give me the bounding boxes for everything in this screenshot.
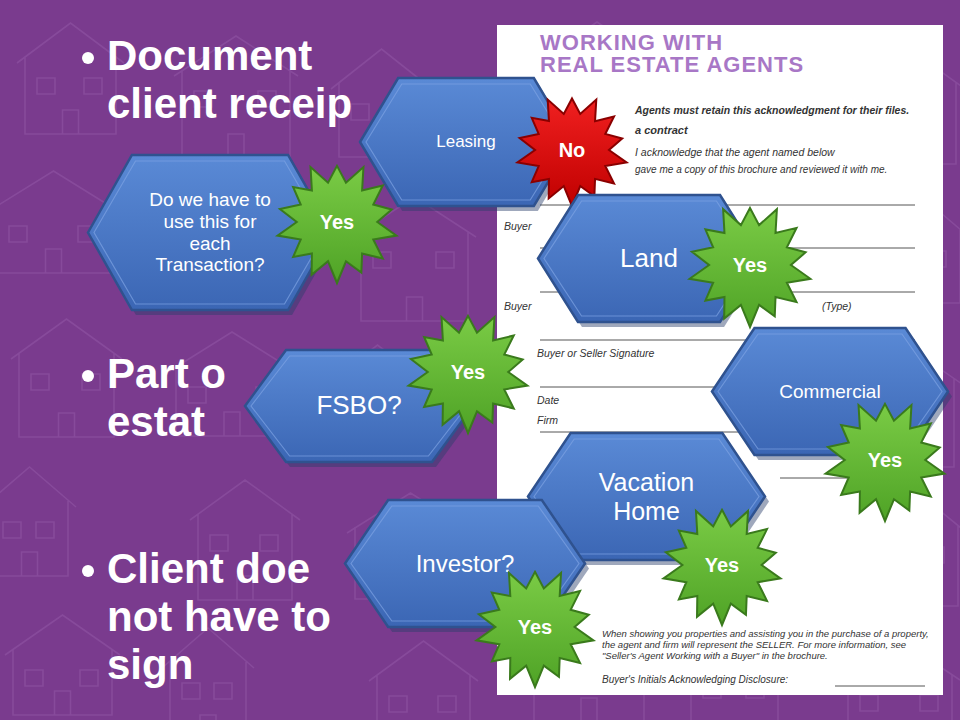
form-field-label: (Type) — [822, 300, 852, 312]
form-heading: a contract — [635, 124, 688, 137]
form-text: I acknowledge that the agent named below — [635, 146, 835, 158]
form-field-label: Buyer's Initials Acknowledging Disclosur… — [602, 674, 788, 686]
bullet-text: Document — [107, 32, 312, 80]
form-field-label: Firm — [537, 414, 558, 426]
house-sketch — [5, 615, 120, 715]
bullet-text: estat — [107, 398, 205, 446]
house-sketch — [11, 319, 122, 437]
bullet-text: not have to — [107, 593, 331, 641]
starburst-badge: Yes — [824, 399, 946, 521]
house-sketch — [369, 641, 478, 720]
node-text-area: Yes — [407, 311, 529, 433]
form-text: Agents must retain this acknowledgment f… — [635, 104, 909, 116]
starburst-outline — [690, 208, 811, 327]
form-field-label: Buyer or Seller Signature — [537, 347, 654, 359]
box-label: Commercial — [779, 381, 880, 403]
brochure-heading: WORKING WITH — [540, 30, 723, 55]
box-label: Leasing — [436, 132, 496, 152]
box-label: Investor? — [416, 550, 515, 578]
answer-label: Yes — [320, 211, 354, 234]
starburst-outline — [409, 316, 528, 433]
node-text-area: No — [516, 94, 628, 206]
node-text-area: Yes — [276, 161, 398, 283]
form-text: gave me a copy of this brochure and revi… — [635, 164, 887, 176]
starburst-badge: Yes — [475, 567, 595, 687]
form-field-label: Buyer — [504, 300, 531, 312]
node-text-area: Yes — [475, 567, 595, 687]
answer-label: Yes — [518, 616, 552, 639]
node-text-area: Yes — [824, 399, 946, 521]
bullet-text: Part o — [107, 350, 226, 398]
box-label: Do we have to use this for each Transact… — [143, 189, 278, 276]
bullet-text: Client doe — [107, 545, 310, 593]
starburst-badge: Yes — [688, 203, 812, 327]
house-sketches — [0, 22, 960, 720]
form-field-label: Buyer — [504, 220, 531, 232]
form-field-label: Date — [537, 394, 559, 406]
bullet-text: client receip — [107, 80, 352, 128]
node-text-area: Yes — [662, 505, 782, 625]
starburst-outline — [826, 404, 945, 521]
bullet-dot — [82, 565, 94, 577]
disclosure-paragraph: When showing you properties and assistin… — [602, 629, 935, 662]
answer-label: No — [559, 139, 586, 162]
starburst-outline — [477, 572, 594, 687]
starburst-badge: Yes — [276, 161, 398, 283]
box-label: FSBO? — [316, 391, 401, 421]
box-label: Land — [620, 244, 678, 274]
answer-label: Yes — [705, 554, 739, 577]
starburst-badge: Yes — [662, 505, 782, 625]
answer-label: Yes — [868, 449, 902, 472]
answer-label: Yes — [733, 254, 767, 277]
starburst-outline — [664, 510, 781, 625]
answer-label: Yes — [451, 361, 485, 384]
bullet-text: sign — [107, 641, 193, 689]
bullet-dot — [82, 370, 94, 382]
starburst-badge: Yes — [407, 311, 529, 433]
starburst-badge: No — [516, 94, 628, 206]
node-text-area: Yes — [688, 203, 812, 327]
brochure-heading: REAL ESTATE AGENTS — [540, 52, 804, 77]
starburst-outline — [517, 98, 626, 206]
bullet-dot — [82, 52, 94, 64]
bullet-dots — [82, 52, 94, 577]
starburst-outline — [278, 166, 397, 283]
house-sketch — [0, 467, 76, 576]
